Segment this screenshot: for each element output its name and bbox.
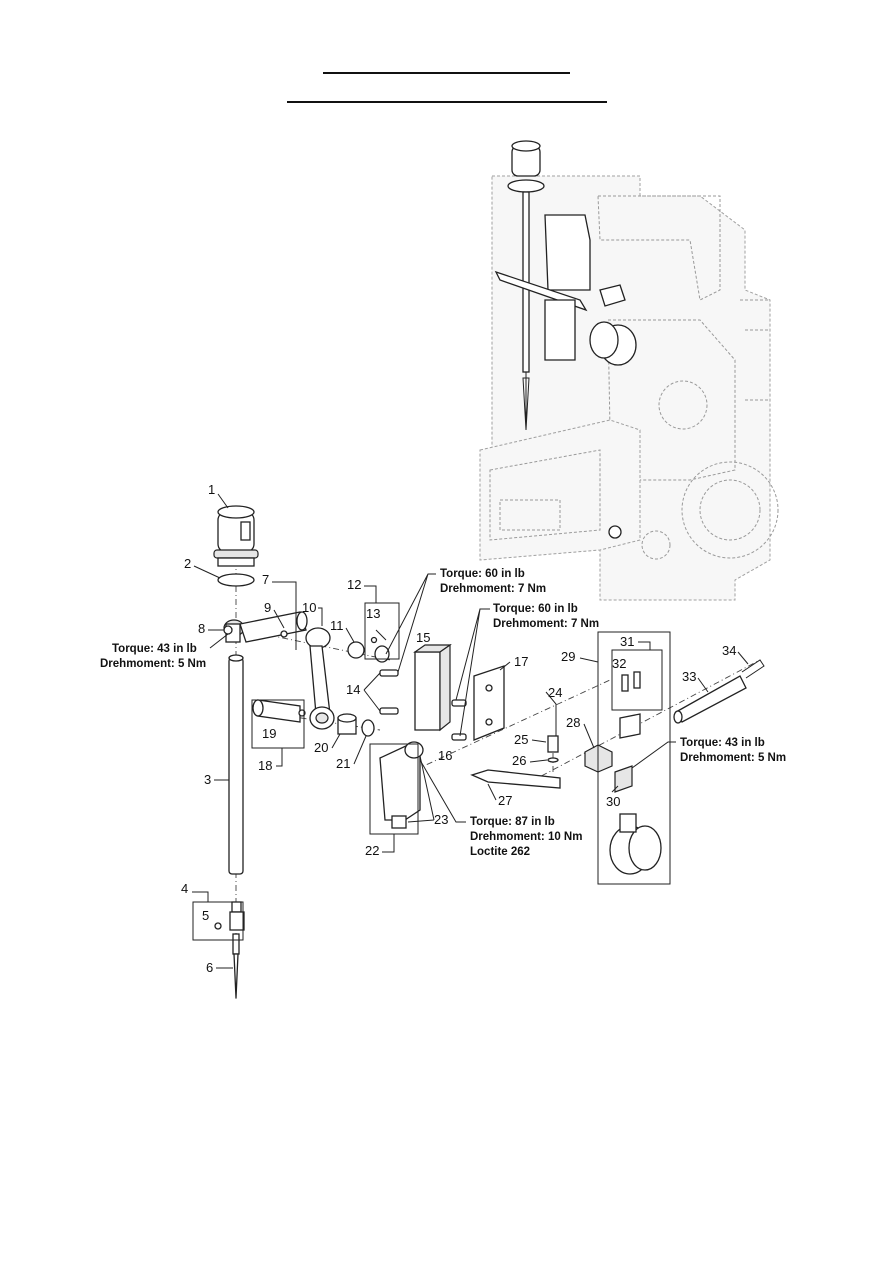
callout-31: 31 xyxy=(620,634,634,649)
part-3-top xyxy=(228,654,244,662)
part-4-frame xyxy=(192,901,244,941)
part-16-screws xyxy=(451,699,467,741)
part-1-cap xyxy=(213,505,259,567)
torque-note-5-line1: Torque: 87 in lb xyxy=(470,816,555,828)
callout-28: 28 xyxy=(566,715,580,730)
callout-20: 20 xyxy=(314,740,328,755)
callout-34: 34 xyxy=(722,643,736,658)
callout-12: 12 xyxy=(347,577,361,592)
torque-note-1: Torque: 60 in lb Drehmoment: 7 Nm xyxy=(385,568,546,673)
callout-27: 27 xyxy=(498,793,512,808)
callout-2: 2 xyxy=(184,556,191,571)
torque-note-5-line2: Drehmoment: 10 Nm xyxy=(470,831,582,843)
callout-24: 24 xyxy=(548,685,562,700)
part-21-washer xyxy=(361,719,375,737)
callout-15: 15 xyxy=(416,630,430,645)
callout-numbers: 1 2 3 4 5 6 7 8 9 10 11 12 13 14 15 16 1… xyxy=(181,482,749,975)
callout-4: 4 xyxy=(181,881,188,896)
callout-32: 32 xyxy=(612,656,626,671)
callout-17: 17 xyxy=(514,654,528,669)
torque-note-4: Torque: 43 in lb Drehmoment: 5 Nm xyxy=(631,737,786,769)
callout-33: 33 xyxy=(682,669,696,684)
needle-icon xyxy=(232,933,240,999)
torque-note-4-line2: Drehmoment: 5 Nm xyxy=(680,752,786,764)
part-11-bushing xyxy=(347,641,365,659)
torque-note-2-line2: Drehmoment: 7 Nm xyxy=(493,618,599,630)
part-17-block xyxy=(473,665,505,741)
header-rule-1 xyxy=(323,72,570,74)
callout-5: 5 xyxy=(202,908,209,923)
callout-9: 9 xyxy=(264,600,271,615)
callout-1: 1 xyxy=(208,482,215,497)
torque-note-2-line1: Torque: 60 in lb xyxy=(493,603,578,615)
callout-30: 30 xyxy=(606,794,620,809)
part-14-screws xyxy=(379,669,399,715)
callout-29: 29 xyxy=(561,649,575,664)
callout-3: 3 xyxy=(204,772,211,787)
part-13-screw xyxy=(370,629,390,663)
callout-23: 23 xyxy=(434,812,448,827)
callout-18: 18 xyxy=(258,758,272,773)
part-31-clamp xyxy=(619,713,641,739)
callout-11: 11 xyxy=(330,618,344,633)
callout-16: 16 xyxy=(438,748,452,763)
torque-note-5: Torque: 87 in lb Drehmoment: 10 Nm Locti… xyxy=(419,759,582,858)
callout-14: 14 xyxy=(346,682,360,697)
part-27-arm xyxy=(470,769,561,789)
callout-25: 25 xyxy=(514,732,528,747)
part-22-lever xyxy=(379,741,424,829)
part-29-frame xyxy=(597,631,671,885)
torque-note-3: Torque: 43 in lb Drehmoment: 5 Nm xyxy=(100,633,229,670)
callout-7: 7 xyxy=(262,572,269,587)
part-33-pin xyxy=(673,675,747,724)
part-2-ring xyxy=(217,573,255,587)
part-20-bushing xyxy=(337,713,357,735)
part-7-pin xyxy=(239,611,308,643)
torque-note-1-line1: Torque: 60 in lb xyxy=(440,568,525,580)
part-25-screw xyxy=(547,735,559,763)
torque-note-5-line3: Loctite 262 xyxy=(470,846,530,858)
callout-13: 13 xyxy=(366,606,380,621)
machine-overview-icon xyxy=(479,140,779,601)
part-34-clip xyxy=(741,659,765,679)
torque-note-4-line1: Torque: 43 in lb xyxy=(680,737,765,749)
part-29-cylinder xyxy=(609,813,662,875)
torque-note-3-line2: Drehmoment: 5 Nm xyxy=(100,658,206,670)
callout-10: 10 xyxy=(302,600,316,615)
header-rule-2 xyxy=(287,101,607,103)
part-10-connecting-rod xyxy=(305,627,335,730)
torque-note-1-line2: Drehmoment: 7 Nm xyxy=(440,583,546,595)
part-4-needle-clamp xyxy=(214,901,245,931)
callout-26: 26 xyxy=(512,753,526,768)
callout-8: 8 xyxy=(198,621,205,636)
callout-22: 22 xyxy=(365,843,379,858)
part-18-frame xyxy=(251,699,305,749)
part-12-frame xyxy=(364,602,400,660)
torque-note-3-line1: Torque: 43 in lb xyxy=(112,643,197,655)
callout-19: 19 xyxy=(262,726,276,741)
part-19-shaft xyxy=(252,699,306,723)
part-3-needle-bar xyxy=(228,657,244,875)
callout-6: 6 xyxy=(206,960,213,975)
part-30-piece xyxy=(614,765,633,793)
torque-note-2: Torque: 60 in lb Drehmoment: 7 Nm xyxy=(455,603,599,737)
part-32-screws xyxy=(621,671,641,692)
part-31-frame xyxy=(611,649,663,711)
part-15-side xyxy=(439,643,451,732)
callout-21: 21 xyxy=(336,756,350,771)
part-15-block xyxy=(414,651,441,731)
